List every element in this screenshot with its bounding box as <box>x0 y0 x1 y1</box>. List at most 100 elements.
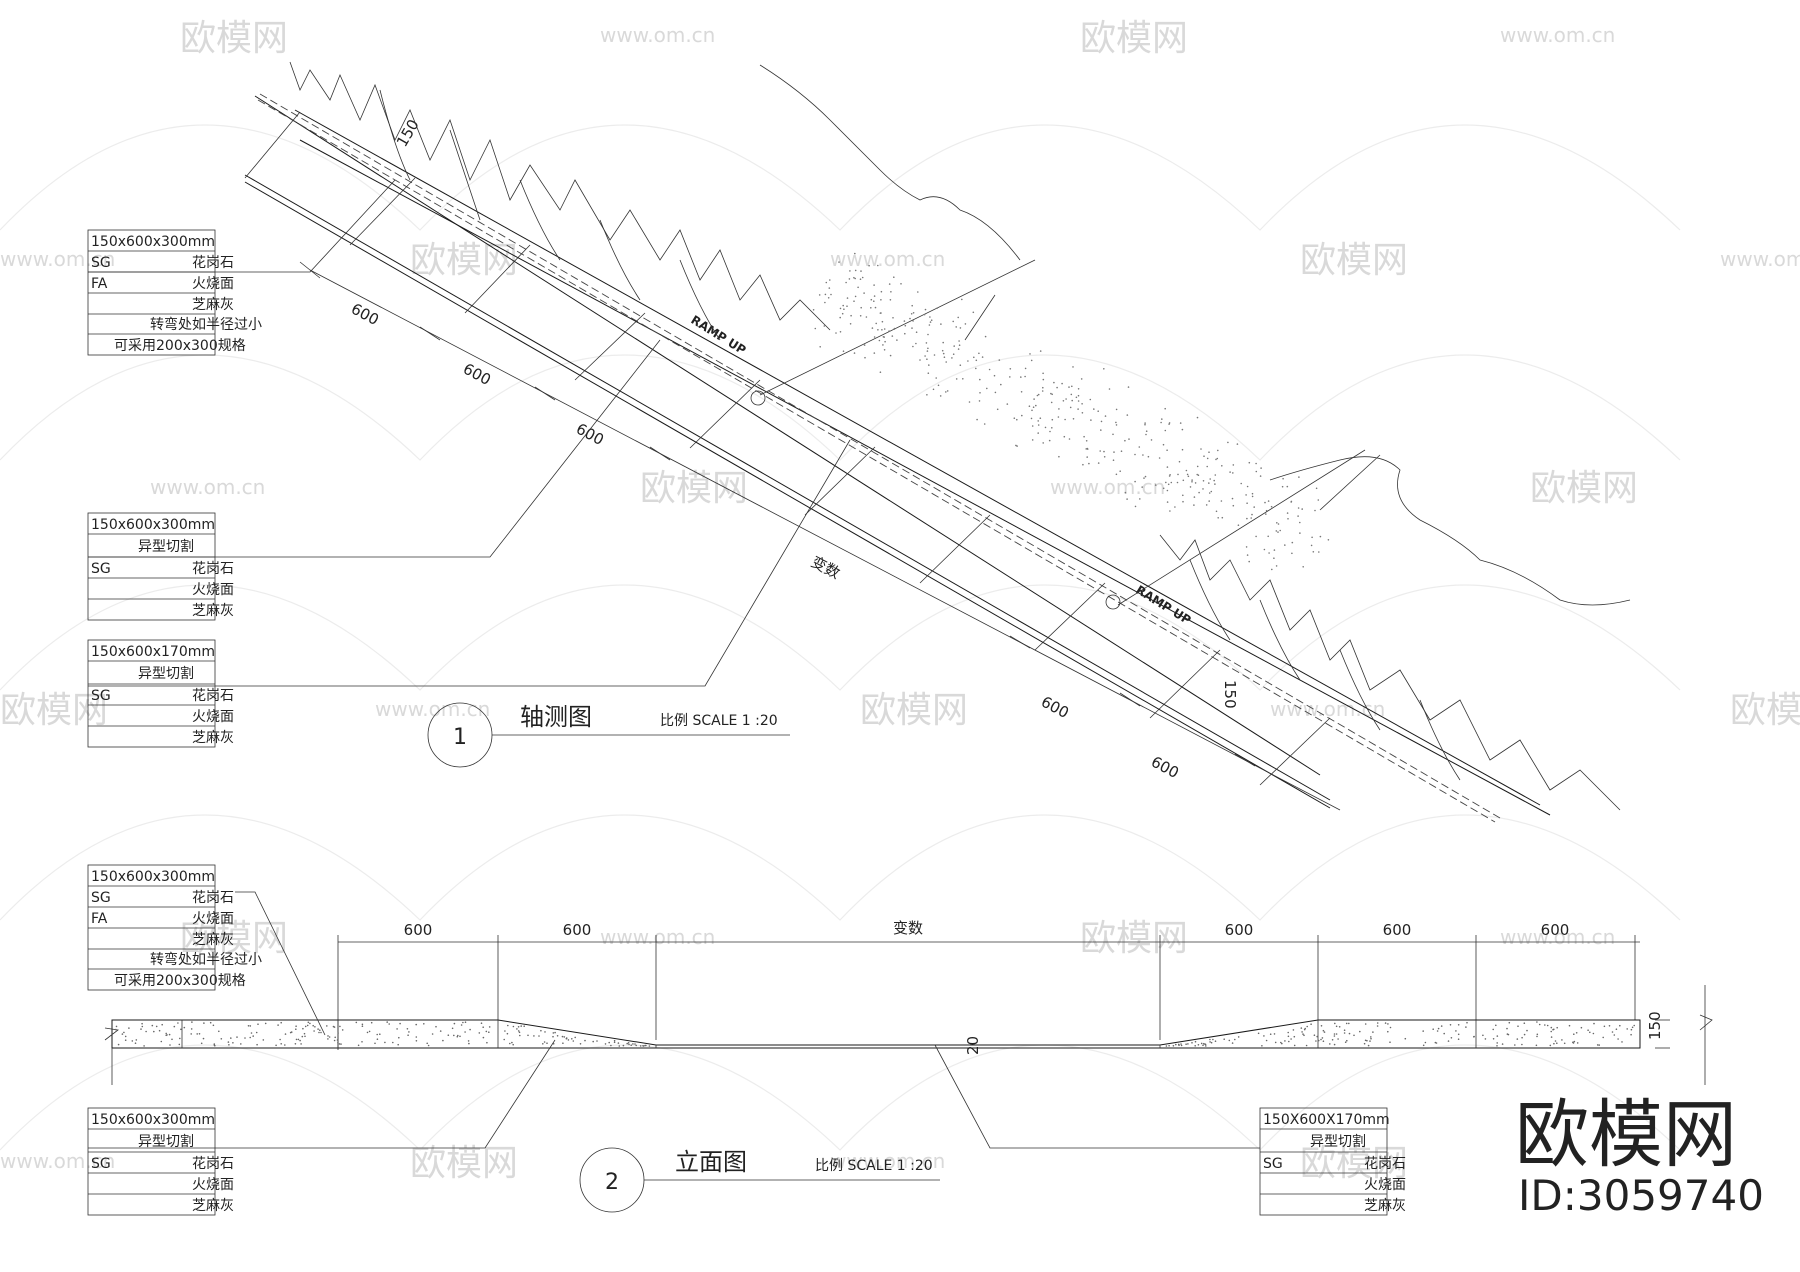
elev-dim-variable: 变数 <box>893 919 923 937</box>
dim-height-label: 150 <box>1221 680 1239 709</box>
table-cell: 150x600x300mm <box>91 1112 215 1128</box>
elev-low-label: 20 <box>964 1036 982 1055</box>
dim-top-label: 150 <box>393 116 423 150</box>
watermark-site: www.om.cn <box>0 1149 115 1173</box>
watermark-logo: 欧模网 <box>1300 1143 1408 1184</box>
material-table-6: 150X600X170mm 异型切割 SG 花岗石 火烧面 芝麻灰 <box>1259 1107 1406 1216</box>
table-cell: 芝麻灰 <box>192 1198 234 1214</box>
material-table-4: 150x600x300mm SG 花岗石 FA 火烧面 芝麻灰 转弯处如半径过小… <box>87 864 262 991</box>
watermark-logo: 欧模网 <box>410 240 518 281</box>
table-cell: 芝麻灰 <box>192 932 234 948</box>
elev-title-block: 2 立面图 比例 SCALE 1 :20 <box>579 1147 940 1213</box>
table-cell: 可采用200x300规格 <box>114 973 246 989</box>
elev-height-label: 150 <box>1646 1011 1664 1040</box>
table-cell: 可采用200x300规格 <box>114 338 246 354</box>
watermark-site: www.om.cn <box>600 925 715 949</box>
watermark-logo: 欧模网 <box>180 918 288 959</box>
table-cell: SG <box>91 890 111 906</box>
table-cell: 150x600x300mm <box>91 234 215 250</box>
watermark-logo: 欧模网 <box>640 468 748 509</box>
table-cell: 异型切割 <box>138 665 194 682</box>
dim-variable-label: 变数 <box>808 553 843 583</box>
watermark-site: www.om.cn <box>1720 247 1800 271</box>
table-cell: 火烧面 <box>192 911 234 927</box>
table-cell: 芝麻灰 <box>192 603 234 619</box>
ramp-marker-1 <box>750 390 766 406</box>
model-id: ID:3059740 <box>1518 1171 1764 1220</box>
drawing-number: 2 <box>605 1170 619 1195</box>
table-cell: 火烧面 <box>192 1177 234 1193</box>
drawing-title: 立面图 <box>675 1148 747 1176</box>
watermark-site: www.om.cn <box>1050 475 1165 499</box>
table-cell: 花岗石 <box>1364 1156 1406 1172</box>
table-cell: FA <box>91 911 108 927</box>
drawing-scale: 比例 SCALE 1 :20 <box>660 713 778 729</box>
table-cell: 花岗石 <box>192 1156 234 1172</box>
table-cell: 异型切割 <box>138 538 194 555</box>
brand-corner: 欧模网 ID:3059740 <box>1515 1092 1764 1220</box>
watermark-site: www.om.cn <box>1500 925 1615 949</box>
material-table-2: 150x600x300mm 异型切割 SG 花岗石 火烧面 芝麻灰 <box>87 512 234 621</box>
table-cell: 150x600x170mm <box>91 644 215 660</box>
material-table-3: 150x600x170mm 异型切割 SG 花岗石 火烧面 芝麻灰 <box>87 639 234 748</box>
drawing-title: 轴测图 <box>520 703 592 731</box>
watermark-logo: 欧模网 <box>1300 240 1408 281</box>
table-cell: SG <box>91 1156 111 1172</box>
elev-dim-label: 600 <box>404 921 433 939</box>
table-cell: SG <box>91 561 111 577</box>
table-cell: 花岗石 <box>192 890 234 906</box>
watermark-logo: 欧模网 <box>180 18 288 59</box>
elev-dim-label: 600 <box>563 921 592 939</box>
material-table-1: 150x600x300mm SG 花岗石 FA 火烧面 芝麻灰 转弯处如半径过小… <box>87 229 262 356</box>
watermark-layer: 欧模网 欧模网 www.om.cn www.om.cn 欧模网 欧模网 www.… <box>0 18 1800 1184</box>
table-cell: 芝麻灰 <box>1364 1198 1406 1214</box>
dim-label: 600 <box>1038 693 1072 722</box>
table-cell: SG <box>91 688 111 704</box>
table-cell: 异型切割 <box>138 1133 194 1150</box>
table-cell: FA <box>91 276 108 292</box>
table-cell: SG <box>1263 1156 1283 1172</box>
dim-label: 600 <box>1148 753 1182 782</box>
table-cell: 花岗石 <box>192 688 234 704</box>
watermark-logo: 欧模网 <box>860 690 968 731</box>
axo-title-block: 1 轴测图 比例 SCALE 1 :20 <box>427 702 790 768</box>
watermark-site: www.om.cn <box>830 1149 945 1173</box>
table-cell: 花岗石 <box>192 561 234 577</box>
table-cell: 火烧面 <box>192 709 234 725</box>
curb-stipple <box>115 1021 1635 1047</box>
table-cell: 150x600x300mm <box>91 517 215 533</box>
table-cell: 火烧面 <box>192 276 234 292</box>
elevation-view: 600 600 变数 600 600 600 150 20 <box>104 919 1713 1085</box>
planting-edge-outline-right <box>1159 534 1621 811</box>
elev-leaders <box>88 891 1260 1149</box>
table-cell: 花岗石 <box>192 255 234 271</box>
watermark-logo: 欧模网 <box>1730 690 1800 731</box>
watermark-logo: 欧模网 <box>0 690 108 731</box>
elev-dim-label: 600 <box>1225 921 1254 939</box>
elev-dim-label: 600 <box>1383 921 1412 939</box>
watermark-logo: 欧模网 <box>1080 918 1188 959</box>
lawn-edge-outline <box>759 64 1021 261</box>
watermark-site: www.om.cn <box>600 23 715 47</box>
table-cell: 150X600X170mm <box>1263 1112 1390 1128</box>
planting-edge-outline <box>289 61 831 331</box>
brand-logo: 欧模网 <box>1515 1092 1737 1178</box>
axo-dimension-labels: 600 600 600 变数 600 600 150 150 <box>348 116 1239 782</box>
table-cell: 转弯处如半径过小 <box>150 316 262 333</box>
drawing-number: 1 <box>453 725 467 750</box>
table-cell: SG <box>91 255 111 271</box>
dim-label: 600 <box>348 300 382 329</box>
watermark-site: www.om.cn <box>830 247 945 271</box>
watermark-site: www.om.cn <box>1500 23 1615 47</box>
table-cell: 异型切割 <box>1310 1133 1366 1150</box>
watermark-site: www.om.cn <box>150 475 265 499</box>
watermark-logo: 欧模网 <box>410 1143 518 1184</box>
table-cell: 150x600x300mm <box>91 869 215 885</box>
table-cell: 火烧面 <box>1364 1177 1406 1193</box>
table-cell: 转弯处如半径过小 <box>150 951 262 968</box>
table-cell: 火烧面 <box>192 582 234 598</box>
table-cell: 芝麻灰 <box>192 730 234 746</box>
material-table-5: 150x600x300mm 异型切割 SG 花岗石 火烧面 芝麻灰 <box>87 1107 234 1216</box>
watermark-logo: 欧模网 <box>1530 468 1638 509</box>
